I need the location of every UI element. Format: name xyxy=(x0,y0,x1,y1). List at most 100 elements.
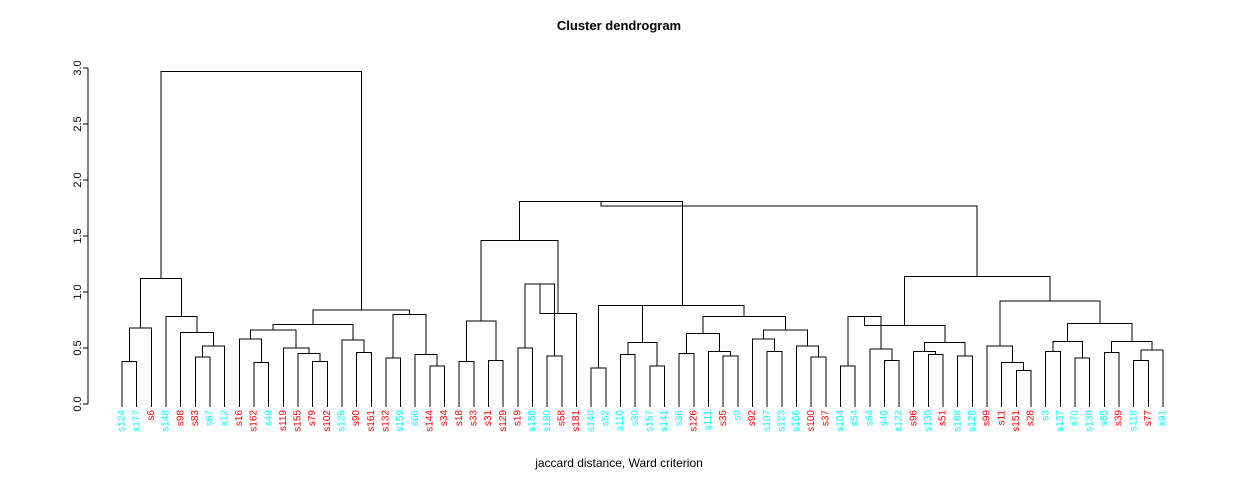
dendrogram-link xyxy=(1111,340,1153,353)
leaf-label: s140 xyxy=(586,410,597,432)
leaf-label: s34 xyxy=(439,410,450,427)
dendrogram-link xyxy=(1045,350,1061,404)
leaf-label: s111 xyxy=(703,410,714,431)
leaf-label: s132 xyxy=(381,410,392,432)
leaf-label: s129 xyxy=(498,410,509,432)
leaf-label: s9 xyxy=(732,410,743,421)
dendrogram-link xyxy=(1140,349,1164,404)
leaf-label: s12 xyxy=(219,410,230,427)
dendrogram-link xyxy=(180,331,215,404)
dendrogram-link xyxy=(272,323,354,341)
dendrogram-link xyxy=(762,329,808,346)
dendrogram-link xyxy=(385,357,402,404)
y-axis-tick-label: 2.0 xyxy=(72,172,84,187)
dendrogram-link xyxy=(1015,369,1032,404)
leaf-label: s158 xyxy=(527,410,538,432)
page-title: Cluster dendrogram xyxy=(556,18,682,33)
dendrogram-link xyxy=(957,355,973,404)
leaf-label: s19 xyxy=(513,410,524,427)
y-axis-tick-label: 0.0 xyxy=(72,396,84,411)
leaf-label: s16 xyxy=(234,410,245,427)
dendrogram-link xyxy=(253,362,270,404)
dendrogram-link xyxy=(678,353,695,404)
leaf-label: s123 xyxy=(776,410,787,432)
leaf-label: s83 xyxy=(190,410,201,427)
leaf-label: s36 xyxy=(674,410,685,427)
dendrogram-link xyxy=(312,360,328,404)
y-axis-tick-label: 3.0 xyxy=(72,60,84,75)
leaf-label: s30 xyxy=(630,410,641,427)
leaf-label: s49 xyxy=(263,410,274,427)
dendrogram-link xyxy=(139,278,183,328)
dendrogram-link xyxy=(458,360,475,404)
leaf-label: s118 xyxy=(1128,410,1139,431)
leaf-label: s181 xyxy=(571,410,582,432)
dendrogram-link xyxy=(194,356,211,404)
dendrogram-link xyxy=(883,359,900,404)
dendrogram-link xyxy=(722,355,739,404)
dendrogram-link xyxy=(165,316,198,404)
leaf-label: s100 xyxy=(806,410,817,432)
leaf-label: s98 xyxy=(175,410,186,427)
dendrogram-link xyxy=(202,345,226,404)
leaf-label: s151 xyxy=(1011,410,1022,432)
dendrogram-link xyxy=(702,316,786,334)
leaf-label: s177 xyxy=(131,410,142,432)
dendrogram-link xyxy=(1133,359,1149,404)
dendrogram-link xyxy=(986,345,1014,404)
leaf-label: s77 xyxy=(1143,410,1154,427)
leaf-label: s124 xyxy=(117,410,128,432)
dendrogram-link xyxy=(160,70,362,310)
dendrogram-link xyxy=(649,365,665,404)
dendrogram-link xyxy=(600,201,978,277)
leaf-label: s144 xyxy=(425,410,436,432)
leaf-label: s18 xyxy=(454,410,465,427)
dendrogram-link xyxy=(519,200,683,306)
dendrogram-link xyxy=(488,359,504,404)
leaf-label: s39 xyxy=(1114,410,1125,427)
leaf-label: s128 xyxy=(967,410,978,432)
leaf-label: s122 xyxy=(894,410,905,432)
leaf-label: s137 xyxy=(1055,410,1066,432)
leaf-label: s52 xyxy=(600,410,611,427)
leaf-label: s107 xyxy=(762,410,773,432)
leaf-label: s67 xyxy=(205,410,216,427)
dendrogram-link xyxy=(128,327,152,404)
dendrogram-link xyxy=(927,354,944,404)
leaf-label: s141 xyxy=(659,410,670,432)
dendrogram-link xyxy=(546,355,563,404)
leaf-label: s33 xyxy=(469,410,480,427)
dendrogram-link xyxy=(1052,340,1083,359)
y-axis-tick-label: 1.5 xyxy=(72,228,84,243)
leaf-label: s159 xyxy=(395,410,406,432)
dendrogram-link xyxy=(356,351,372,404)
dendrogram-link xyxy=(810,356,827,404)
leaf-label: s58 xyxy=(556,410,567,427)
leaf-label: s91 xyxy=(1158,410,1169,427)
leaf-label: s148 xyxy=(161,410,172,432)
dendrogram-link xyxy=(1001,362,1025,404)
leaf-label: s96 xyxy=(908,410,919,427)
leaf-label: s28 xyxy=(1026,410,1037,427)
leaf-label: s54 xyxy=(850,410,861,427)
dendrogram-link xyxy=(238,338,262,404)
leaf-label: s66 xyxy=(410,410,421,427)
leaf-label: s162 xyxy=(249,410,260,432)
dendrogram-link xyxy=(121,360,138,404)
dendrogram-link xyxy=(869,348,893,404)
dendrogram-link xyxy=(1067,322,1133,342)
leaf-label: s64 xyxy=(864,410,875,427)
leaf-label: s35 xyxy=(718,410,729,427)
dendrogram-tree xyxy=(121,70,1164,404)
dendrogram-link xyxy=(707,350,731,404)
dendrogram-link xyxy=(429,365,446,404)
x-axis-label: jaccard distance, Ward criterion xyxy=(535,456,703,470)
leaf-label: s139 xyxy=(1084,410,1095,432)
leaf-label: s40 xyxy=(879,410,890,427)
leaf-label: s126 xyxy=(688,410,699,432)
dendrogram-link xyxy=(1103,351,1120,404)
leaf-label: s102 xyxy=(322,410,333,432)
dendrogram-link xyxy=(312,309,411,325)
